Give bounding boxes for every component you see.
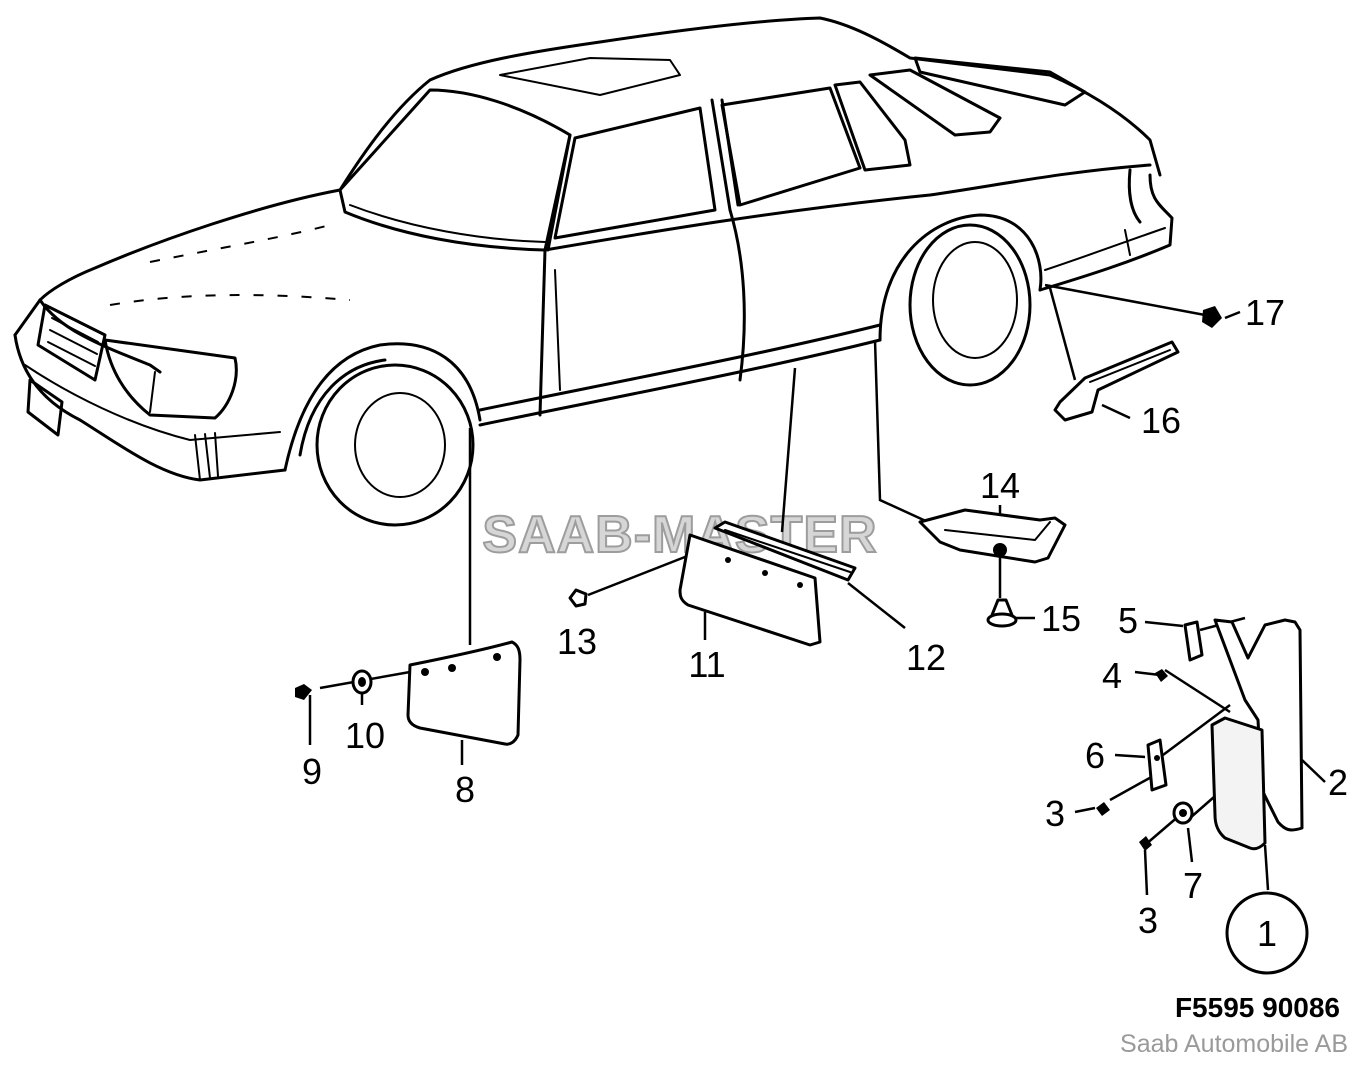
part-3-screw-upper: [1096, 802, 1110, 816]
part-17-screw: [1202, 306, 1222, 328]
callout-3-upper: 3: [1045, 793, 1065, 834]
callout-13: 13: [557, 621, 597, 662]
callout-6: 6: [1085, 735, 1105, 776]
callout-8: 8: [455, 769, 475, 810]
diagram-code: F5595 90086: [1174, 992, 1340, 1023]
callout-3-lower: 3: [1138, 900, 1158, 941]
callout-14: 14: [980, 465, 1020, 506]
callout-17: 17: [1245, 292, 1285, 333]
part-3-screw-lower: [1139, 836, 1152, 851]
part-5-bracket: [1183, 620, 1204, 662]
callout-16: 16: [1141, 400, 1181, 441]
watermark-text: SAAB-MASTER: [482, 506, 877, 564]
copyright-notice: Saab Automobile AB: [1120, 1030, 1348, 1058]
car-illustration: [13, 16, 1174, 527]
part-1-highlight-circle: [1225, 891, 1309, 975]
callout-11: 11: [688, 644, 725, 685]
part-16-rear-sill-strip: [1053, 340, 1180, 422]
part-6-bracket: [1146, 738, 1168, 792]
part-14-hole: [993, 543, 1007, 557]
parts: [295, 306, 1304, 851]
callout-5: 5: [1118, 600, 1138, 641]
part-11-rear-mud-flap: [678, 533, 822, 647]
callout-4: 4: [1102, 655, 1122, 696]
callout-15: 15: [1041, 598, 1081, 639]
part-1-mud-flap: [1210, 716, 1267, 851]
part-9-screw: [295, 684, 312, 700]
callouts: 1 2 3 3 4 5 6 7 8 9 10 11 12 13 14 15 16…: [302, 292, 1348, 975]
callout-10: 10: [345, 715, 385, 756]
part-4-screw: [1155, 669, 1168, 682]
callout-1: 1: [1257, 913, 1277, 954]
part-8-front-mud-flap: [406, 640, 522, 746]
callout-2: 2: [1328, 762, 1348, 803]
callout-9: 9: [302, 751, 322, 792]
callout-7: 7: [1183, 865, 1203, 906]
part-2-bracket: [1213, 618, 1304, 832]
part-13-screw: [568, 588, 588, 608]
callout-12: 12: [906, 637, 946, 678]
